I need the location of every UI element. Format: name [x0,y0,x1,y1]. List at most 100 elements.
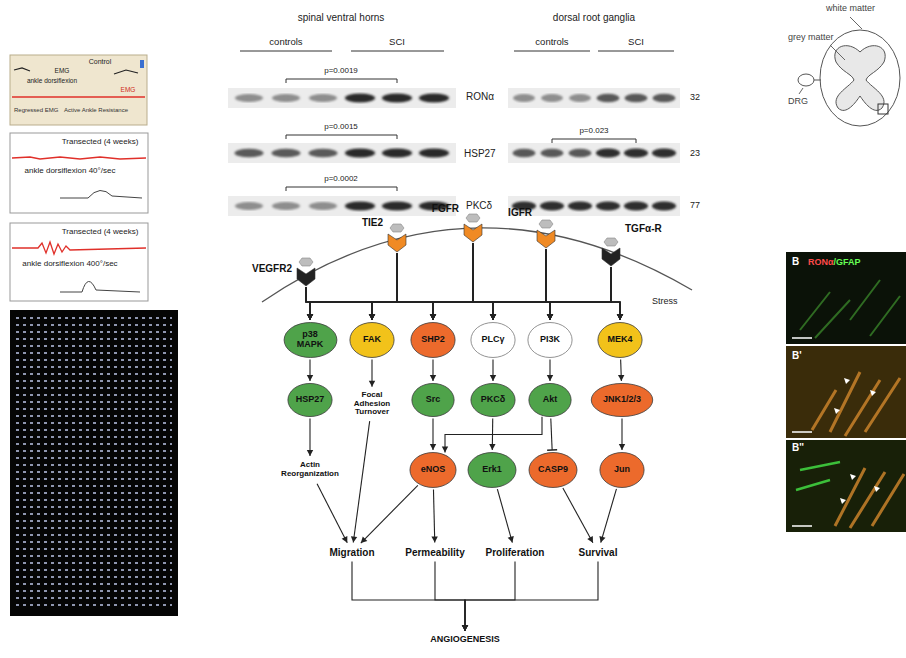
connector [490,360,496,382]
group-label: SCI [389,37,405,48]
connector [618,359,624,381]
western-blot [351,51,444,52]
connector [307,253,397,320]
connector-line [372,267,611,320]
node-outline [284,323,337,358]
connector-line [397,253,620,320]
spinal-cord-schematic [850,17,862,29]
connector [547,418,557,450]
connector-line [435,562,465,632]
kinase-node: Src [411,382,455,418]
node-label: Survival [579,547,618,558]
node-outline [591,383,652,416]
node-label: Migration [330,547,375,558]
node-outline [598,323,642,358]
arrowhead [490,314,496,320]
connector [397,253,553,320]
connector-line [433,243,473,320]
receptor: VEGFR2 [295,257,317,287]
arrowhead [462,625,468,631]
western-blot [228,143,456,163]
western-blot [508,143,680,163]
western-blot [231,91,342,105]
phosphatase-node: SHP2 [410,321,456,359]
fluorescence-micrograph [792,525,812,527]
western-blot [552,139,636,143]
connector-line [473,243,550,320]
arrowhead [462,625,468,631]
connector-line [563,488,593,543]
connector [462,562,598,632]
node-outline [412,383,454,416]
western-blot [594,146,678,160]
node-outline [471,323,515,358]
connector-line [551,418,552,450]
emg-panel [10,55,147,125]
arrowhead [617,314,623,320]
connector [351,421,370,542]
connector-line [433,489,434,542]
connector-line [433,249,546,320]
arrowhead [617,314,623,320]
connector-line [473,243,620,320]
arrowhead [307,314,313,320]
node-label: PKCδ [481,395,505,405]
region-label: white matter [826,3,875,13]
group-label: SCI [628,37,644,48]
p-value: p=0.0019 [324,66,358,75]
western-blot [342,91,453,105]
connector-line [465,562,515,632]
arrowhead [369,314,375,320]
connector [307,267,611,320]
inhibition-bar [547,449,557,451]
connector [369,243,473,320]
western-blot [508,196,680,216]
fluorescence-micrograph [792,431,812,433]
connector-line [372,253,397,320]
connector-line [306,287,550,320]
connector-line [611,267,620,320]
arrowhead [547,314,553,320]
connector-line [465,562,598,632]
microarray-image [10,310,178,616]
node-label: eNOS [421,465,446,475]
emg-panel [12,96,145,98]
connector [490,267,611,320]
node-label: CASP9 [538,465,568,475]
arrowhead [307,314,313,320]
western-blot [228,196,456,216]
process-text: Actin Reorganization [272,458,348,482]
node-label: PI3K [540,335,560,345]
emg-recording [10,133,148,213]
arrowhead [369,314,375,320]
connector [435,562,468,632]
node-outline [529,383,571,416]
signal-name: EMG [121,86,136,93]
connector [619,419,625,451]
connector-line [497,489,512,543]
spinal-cord-schematic [820,30,900,126]
emg-recording [12,242,146,254]
kinase-node: Akt [528,382,572,418]
arrowhead [369,314,375,320]
receptor-body [537,230,555,248]
node-outline [471,383,515,416]
panel-text: Active Ankle Resistance [64,107,128,114]
panel-title: Transected (4 weeks) [62,227,139,236]
ligand [539,220,553,228]
arrowhead [307,375,313,381]
receptor-icon [386,223,408,253]
fluorescence-micrograph [786,346,906,438]
connector [546,249,623,320]
western-blot [231,91,679,105]
arrowhead [617,314,623,320]
node-label: SHP2 [421,335,445,345]
connector-line [310,253,397,320]
p-value: p=0.023 [579,126,608,135]
arrowhead [307,314,313,320]
emg-panel [114,70,138,74]
western-blot [286,79,397,83]
western-blot [240,51,332,52]
western-blot [286,187,397,191]
protein-name: HSP27 [464,148,496,160]
